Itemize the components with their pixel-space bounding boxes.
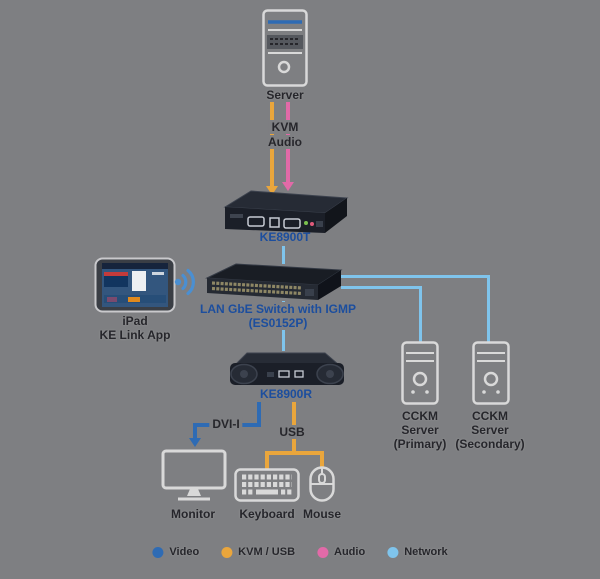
lan-switch-label-line2: (ES0152P) xyxy=(248,316,308,330)
ke8900t-device-icon xyxy=(221,187,351,235)
cckm-secondary-label-line3: (Secondary) xyxy=(455,437,525,451)
dvi-arrowhead xyxy=(189,438,201,447)
audio-legend-label: Audio xyxy=(334,546,366,558)
kvm-usb-legend-dot-icon xyxy=(221,546,233,558)
lan-switch-icon xyxy=(204,261,344,303)
usb-line-horizontal xyxy=(265,451,324,455)
mouse-label: Mouse xyxy=(302,507,342,521)
kvm-usb-legend-label: KVM / USB xyxy=(238,546,296,558)
server-label: Server xyxy=(266,88,304,102)
kvm-arrowhead xyxy=(266,186,278,195)
legend-item-kvm-usb: KVM / USB xyxy=(221,546,295,558)
cckm-primary-label-line1: CCKM xyxy=(402,409,438,423)
network-line-secondary-vertical xyxy=(487,275,490,342)
wifi-icon xyxy=(173,267,201,297)
network-legend-dot-icon xyxy=(387,546,399,558)
cckm-primary-icon xyxy=(401,341,439,405)
network-line-ke8900t-switch xyxy=(282,246,285,264)
audio-legend-dot-icon xyxy=(317,546,329,558)
dvi-line-vertical-2 xyxy=(193,425,197,439)
ipad-label-line1: iPad xyxy=(122,314,148,328)
legend-item-video: Video xyxy=(152,546,199,558)
legend-item-audio: Audio xyxy=(317,546,365,558)
cckm-primary-label: CCKM Server (Primary) xyxy=(394,409,447,451)
ke8900t-label: KE8900T xyxy=(259,230,311,244)
usb-line-mouse-drop xyxy=(320,453,324,468)
audio-arrowhead xyxy=(282,182,294,191)
monitor-icon xyxy=(161,449,227,503)
lan-switch-label: LAN GbE Switch with IGMP (ES0152P) xyxy=(197,302,359,330)
keyboard-label: Keyboard xyxy=(239,507,295,521)
kvm-label: KVM xyxy=(268,120,302,134)
dvi-label: DVI-I xyxy=(209,417,243,431)
lan-switch-label-line1: LAN GbE Switch with IGMP xyxy=(200,302,356,316)
cckm-primary-label-line2: Server xyxy=(401,423,439,437)
legend-item-network: Network xyxy=(387,546,448,558)
cckm-secondary-label-line1: CCKM xyxy=(471,409,508,423)
ipad-label-line2: KE Link App xyxy=(99,328,171,342)
server-icon xyxy=(262,9,308,87)
monitor-label: Monitor xyxy=(171,507,215,521)
ke8900r-device-icon xyxy=(227,348,347,390)
keyboard-icon xyxy=(234,468,300,502)
video-legend-label: Video xyxy=(169,546,200,558)
usb-label: USB xyxy=(276,425,308,439)
network-line-secondary-horizontal xyxy=(341,275,490,278)
network-legend-label: Network xyxy=(404,546,448,558)
usb-line-keyboard-drop xyxy=(265,453,269,470)
dvi-line-vertical-1 xyxy=(257,402,261,427)
ke8900r-label: KE8900R xyxy=(256,387,316,401)
ipad-label: iPad KE Link App xyxy=(100,314,171,342)
cckm-secondary-label-line2: Server xyxy=(471,423,509,437)
mouse-icon xyxy=(309,466,335,502)
audio-label: Audio xyxy=(265,135,305,149)
cckm-primary-label-line3: (Primary) xyxy=(393,437,447,451)
video-legend-dot-icon xyxy=(152,546,164,558)
cckm-secondary-label: CCKM Server (Secondary) xyxy=(455,409,524,451)
network-line-primary-horizontal xyxy=(341,286,422,289)
network-line-primary-vertical xyxy=(419,286,422,342)
cckm-secondary-icon xyxy=(472,341,510,405)
ipad-icon xyxy=(94,257,176,313)
legend: Video KVM / USB Audio Network xyxy=(152,546,448,558)
